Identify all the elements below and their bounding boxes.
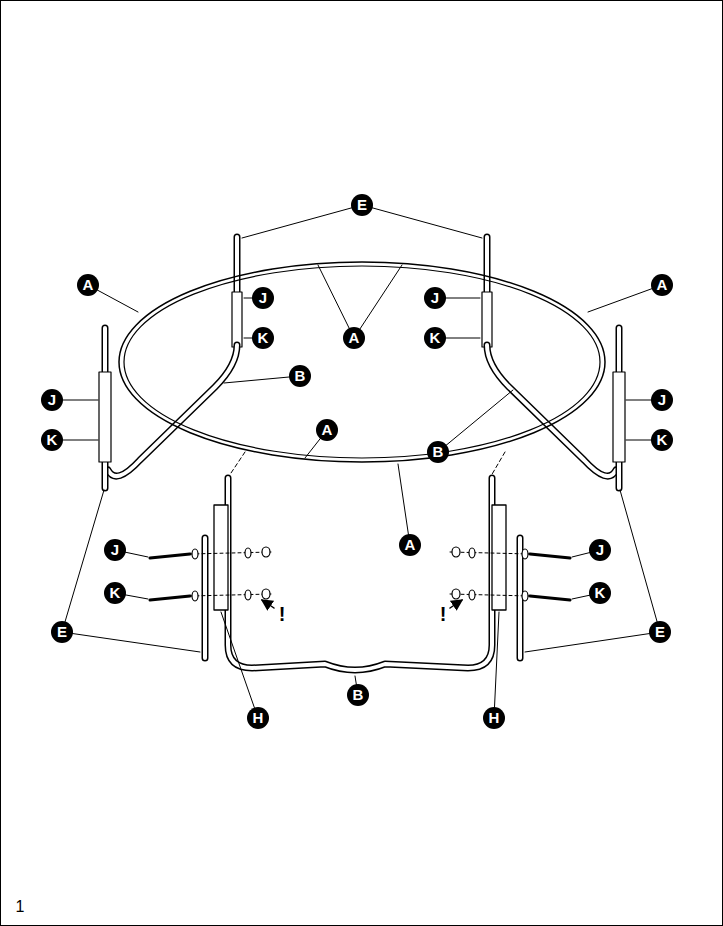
callout-letter: B	[427, 441, 449, 463]
callout-letter: K	[104, 582, 126, 604]
callout-letter: H	[247, 707, 269, 729]
callout-letter: J	[424, 287, 446, 309]
callout-letter: J	[252, 287, 274, 309]
callout-letter: K	[424, 327, 446, 349]
callout-letter: J	[104, 539, 126, 561]
callout-letter: K	[651, 429, 673, 451]
callout-letter: B	[289, 365, 311, 387]
callout-letter: K	[41, 429, 63, 451]
page-number: 1	[16, 898, 25, 916]
callout-letter: A	[343, 327, 365, 349]
callout-letter: J	[651, 389, 673, 411]
callout-letter: K	[589, 582, 611, 604]
callout-letter: E	[51, 621, 73, 643]
callout-letter: J	[41, 389, 63, 411]
callout-letter: H	[483, 707, 505, 729]
caution-mark: !	[440, 603, 447, 625]
callout-letter: E	[351, 194, 373, 216]
callout-letter: A	[399, 534, 421, 556]
callout-letter: E	[649, 621, 671, 643]
callout-letter: A	[651, 274, 673, 296]
callout-letter: A	[316, 419, 338, 441]
callout-letter: B	[347, 684, 369, 706]
callout-letter: J	[589, 539, 611, 561]
caution-mark: !	[279, 603, 286, 625]
callout-letter: A	[77, 274, 99, 296]
callout-letter: K	[252, 327, 274, 349]
